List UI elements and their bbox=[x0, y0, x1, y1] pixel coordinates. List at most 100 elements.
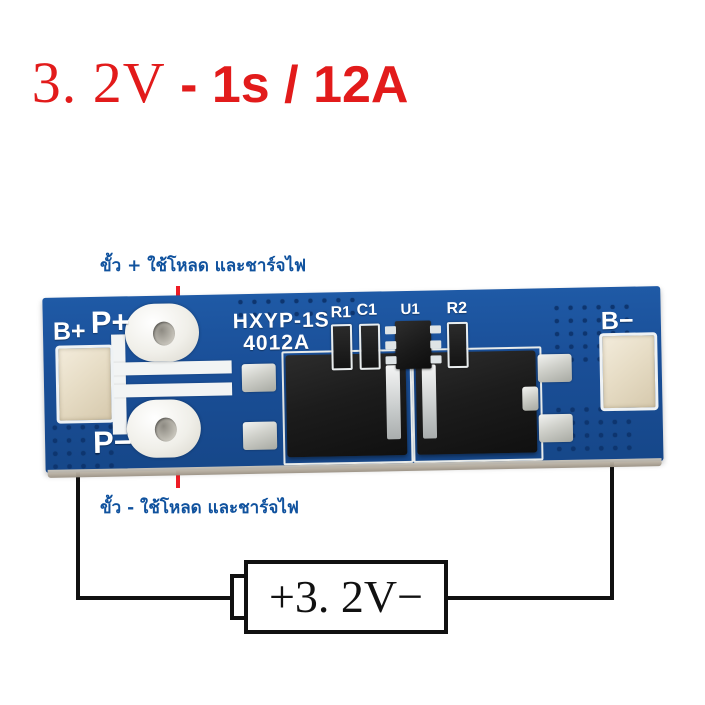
silkscreen-part-number-line2: 4012A bbox=[243, 330, 311, 356]
via-dot bbox=[67, 451, 72, 456]
solder-pad-bplus bbox=[55, 344, 115, 424]
copper-trace-upper bbox=[111, 360, 232, 376]
via-dot bbox=[350, 310, 355, 316]
page-title: 3. 2V - 1s / 12A bbox=[14, 38, 409, 128]
pcb-surface: B+ P+ P− B− HXYP-1S 4012A R1 C1 U1 R2 bbox=[42, 286, 664, 473]
via-dot bbox=[599, 433, 604, 438]
solder-joint-5 bbox=[522, 386, 539, 411]
via-dot bbox=[53, 451, 58, 456]
solder-joint-4 bbox=[538, 413, 574, 443]
via-dot bbox=[52, 425, 57, 430]
via-dot bbox=[81, 438, 86, 443]
via-dot bbox=[554, 319, 559, 324]
silkscreen-bplus: B+ bbox=[52, 317, 86, 346]
copper-trace-lower bbox=[111, 382, 233, 398]
title-spec: - 1s / 12A bbox=[180, 56, 409, 114]
via-dot bbox=[252, 299, 257, 304]
via-dot bbox=[557, 447, 562, 452]
via-dot bbox=[571, 446, 576, 451]
silkscreen-r1: R1 bbox=[330, 304, 352, 322]
via-dot bbox=[81, 451, 86, 456]
via-dot bbox=[280, 299, 285, 304]
ic-pin-r2 bbox=[430, 340, 442, 349]
via-dot bbox=[582, 305, 587, 310]
through-hole-pplus bbox=[152, 321, 176, 346]
battery-body: +3. 2V− bbox=[244, 560, 448, 634]
pcb-board: B+ P+ P− B− HXYP-1S 4012A R1 C1 U1 R2 bbox=[42, 286, 664, 480]
via-dot bbox=[238, 300, 243, 305]
mosfet-2-tab bbox=[421, 364, 438, 439]
via-dot bbox=[67, 464, 72, 469]
via-dot bbox=[109, 463, 114, 468]
via-dot bbox=[613, 432, 618, 438]
via-dot bbox=[67, 438, 72, 443]
ic-pin-r1 bbox=[429, 325, 442, 334]
mosfet-2 bbox=[415, 350, 538, 455]
ic-pin-l2 bbox=[385, 341, 397, 350]
via-dot bbox=[555, 332, 560, 337]
silkscreen-r2: R2 bbox=[446, 299, 468, 318]
resistor-r1 bbox=[330, 324, 353, 371]
capacitor-c1 bbox=[358, 323, 381, 370]
via-dot bbox=[583, 344, 588, 349]
via-dot bbox=[570, 407, 575, 412]
via-dot bbox=[626, 419, 631, 424]
via-dot bbox=[556, 408, 561, 413]
via-dot bbox=[294, 299, 299, 304]
silkscreen-pplus: P+ bbox=[90, 304, 130, 341]
via-dot bbox=[322, 298, 327, 303]
ic-pin-r3 bbox=[430, 355, 442, 364]
via-dot bbox=[585, 433, 590, 438]
ic-pin-l3 bbox=[385, 356, 397, 365]
protection-ic-u1 bbox=[384, 320, 442, 370]
via-dot bbox=[569, 331, 574, 336]
resistor-r2 bbox=[446, 321, 469, 369]
via-dot bbox=[350, 297, 355, 303]
battery-symbol: +3. 2V− bbox=[230, 560, 448, 634]
via-dot bbox=[582, 318, 587, 323]
via-dot bbox=[308, 298, 313, 303]
via-dot bbox=[627, 432, 632, 437]
solder-joint-3 bbox=[537, 353, 573, 383]
solder-joint-2 bbox=[242, 421, 278, 451]
via-dot bbox=[612, 419, 617, 425]
through-hole-pad-pplus bbox=[124, 302, 200, 363]
wire-bminus-vertical bbox=[610, 392, 614, 600]
via-dot bbox=[66, 425, 71, 430]
title-voltage: 3. 2V bbox=[31, 50, 181, 115]
via-dot bbox=[568, 305, 573, 310]
via-dot bbox=[627, 445, 632, 450]
solder-pad-bminus bbox=[599, 332, 659, 412]
via-dot bbox=[584, 407, 589, 412]
via-dot bbox=[53, 464, 58, 469]
via-dot bbox=[81, 464, 86, 469]
via-dot bbox=[266, 299, 271, 304]
via-dot bbox=[583, 331, 588, 336]
via-dot bbox=[95, 463, 100, 468]
wire-bplus-vertical bbox=[76, 392, 80, 600]
silkscreen-pminus: P− bbox=[92, 424, 133, 460]
through-hole-pminus bbox=[154, 417, 178, 442]
wire-bminus-horizontal bbox=[446, 596, 614, 600]
solder-joint-1 bbox=[241, 363, 277, 393]
silkscreen-u1: U1 bbox=[400, 300, 420, 319]
via-dot bbox=[555, 345, 560, 350]
mosfet-1-tab bbox=[385, 365, 402, 440]
annotation-negative-terminal: ขั้ว - ใช้โหลด และชาร์จไฟ bbox=[100, 498, 299, 518]
annotation-positive-terminal: ขั้ว + ใช้โหลด และชาร์จไฟ bbox=[100, 256, 307, 276]
via-dot bbox=[80, 425, 85, 430]
via-dot bbox=[613, 445, 618, 451]
wire-bplus-horizontal bbox=[76, 596, 236, 600]
via-dot bbox=[554, 306, 559, 311]
via-dot bbox=[568, 318, 573, 323]
through-hole-pad-pminus bbox=[126, 398, 202, 459]
via-dot bbox=[569, 344, 574, 349]
via-dot bbox=[584, 420, 589, 425]
via-dot bbox=[583, 357, 588, 362]
via-dot bbox=[585, 446, 590, 451]
via-dot bbox=[599, 446, 604, 451]
silkscreen-c1: C1 bbox=[356, 301, 378, 319]
via-dot bbox=[336, 298, 341, 303]
battery-voltage-label: +3. 2V− bbox=[268, 571, 424, 622]
